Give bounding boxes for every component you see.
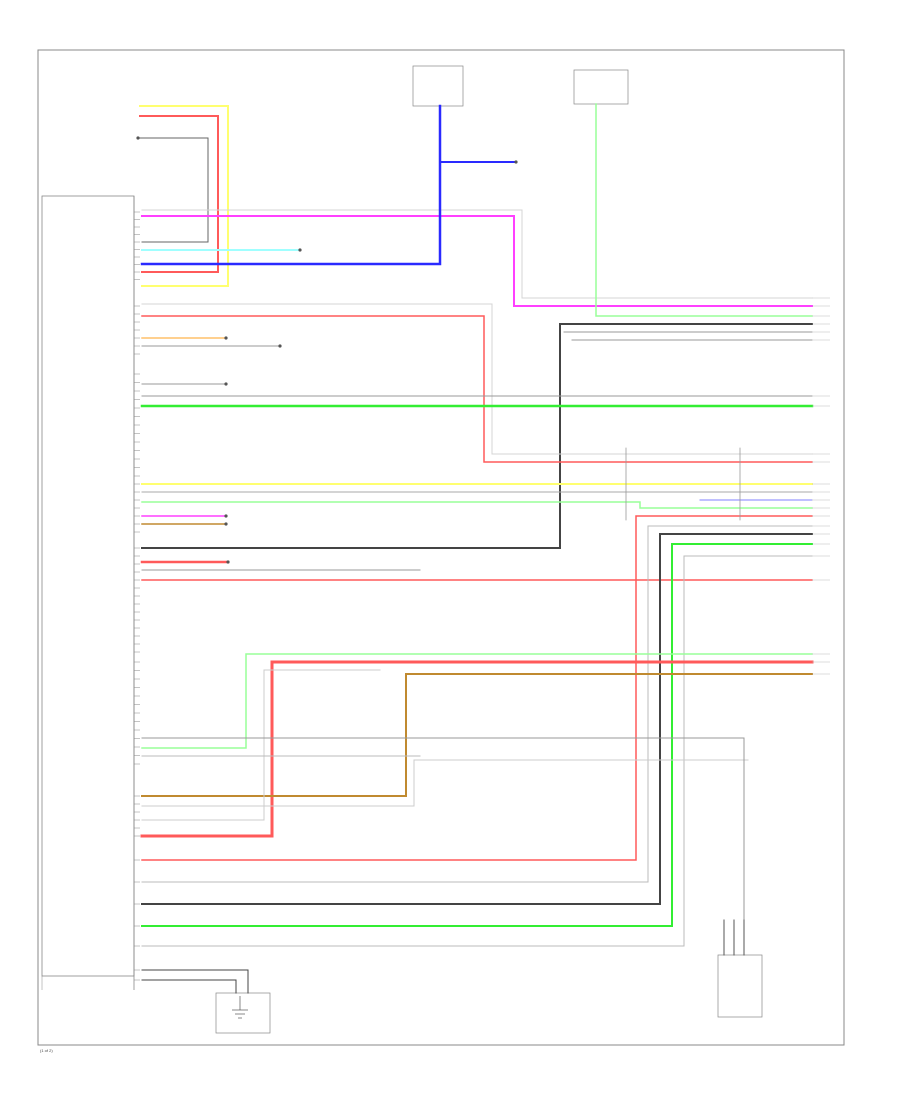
connector-dot — [298, 248, 302, 252]
wire-green-vert — [141, 543, 813, 927]
wire-red-vert-right — [141, 515, 813, 861]
wire-pink-long — [141, 315, 813, 463]
camera-module-bottom — [717, 954, 763, 1018]
control-unit-pins — [134, 211, 140, 981]
wire-lightgreen-long — [141, 501, 813, 509]
wire-red-lower — [140, 660, 814, 838]
connector-dot — [224, 336, 228, 340]
connector-dot — [226, 560, 230, 564]
wire-lightgray-long — [141, 303, 813, 455]
wire-gray-vert1 — [141, 525, 813, 883]
control-unit-body — [41, 195, 135, 977]
connector-dot — [224, 382, 228, 386]
wire-magenta — [141, 215, 813, 307]
wire-gray-lower3 — [141, 737, 745, 921]
wire-red-loop — [139, 115, 219, 273]
connector-dot — [224, 514, 228, 518]
wires — [139, 103, 814, 994]
wire-gray-lower2 — [141, 759, 749, 807]
wire-darkgray-L — [141, 323, 813, 549]
wire-darkgray-vert — [141, 533, 813, 905]
wire-blue — [140, 104, 442, 266]
wire-gray-loop — [139, 137, 209, 243]
wire-bottom-1 — [141, 969, 249, 994]
wire-bottom-2 — [141, 979, 237, 994]
switch-module-top — [573, 69, 629, 105]
wire-tan-lower — [141, 673, 813, 797]
ground-symbol — [232, 996, 248, 1019]
connector-dot — [136, 136, 140, 140]
wire-lightgray-top — [141, 209, 813, 299]
wire-gray-vert2 — [141, 555, 813, 947]
diagram-frame — [37, 49, 845, 1046]
page-footnote: (1 of 2) — [40, 1048, 53, 1053]
connector-dots — [136, 136, 518, 564]
ground-module-bottom — [215, 992, 271, 1034]
wire-yellow-loop — [139, 105, 229, 287]
wire-lightgreen-lower — [141, 653, 813, 749]
connector-dot — [514, 160, 518, 164]
wire-lightgreen-vert — [595, 103, 813, 317]
sensor-module-top — [412, 65, 464, 107]
connector-dot — [224, 522, 228, 526]
right-terminals — [812, 297, 830, 675]
wire-gray-lower1 — [141, 669, 381, 821]
connector-dot — [278, 344, 282, 348]
